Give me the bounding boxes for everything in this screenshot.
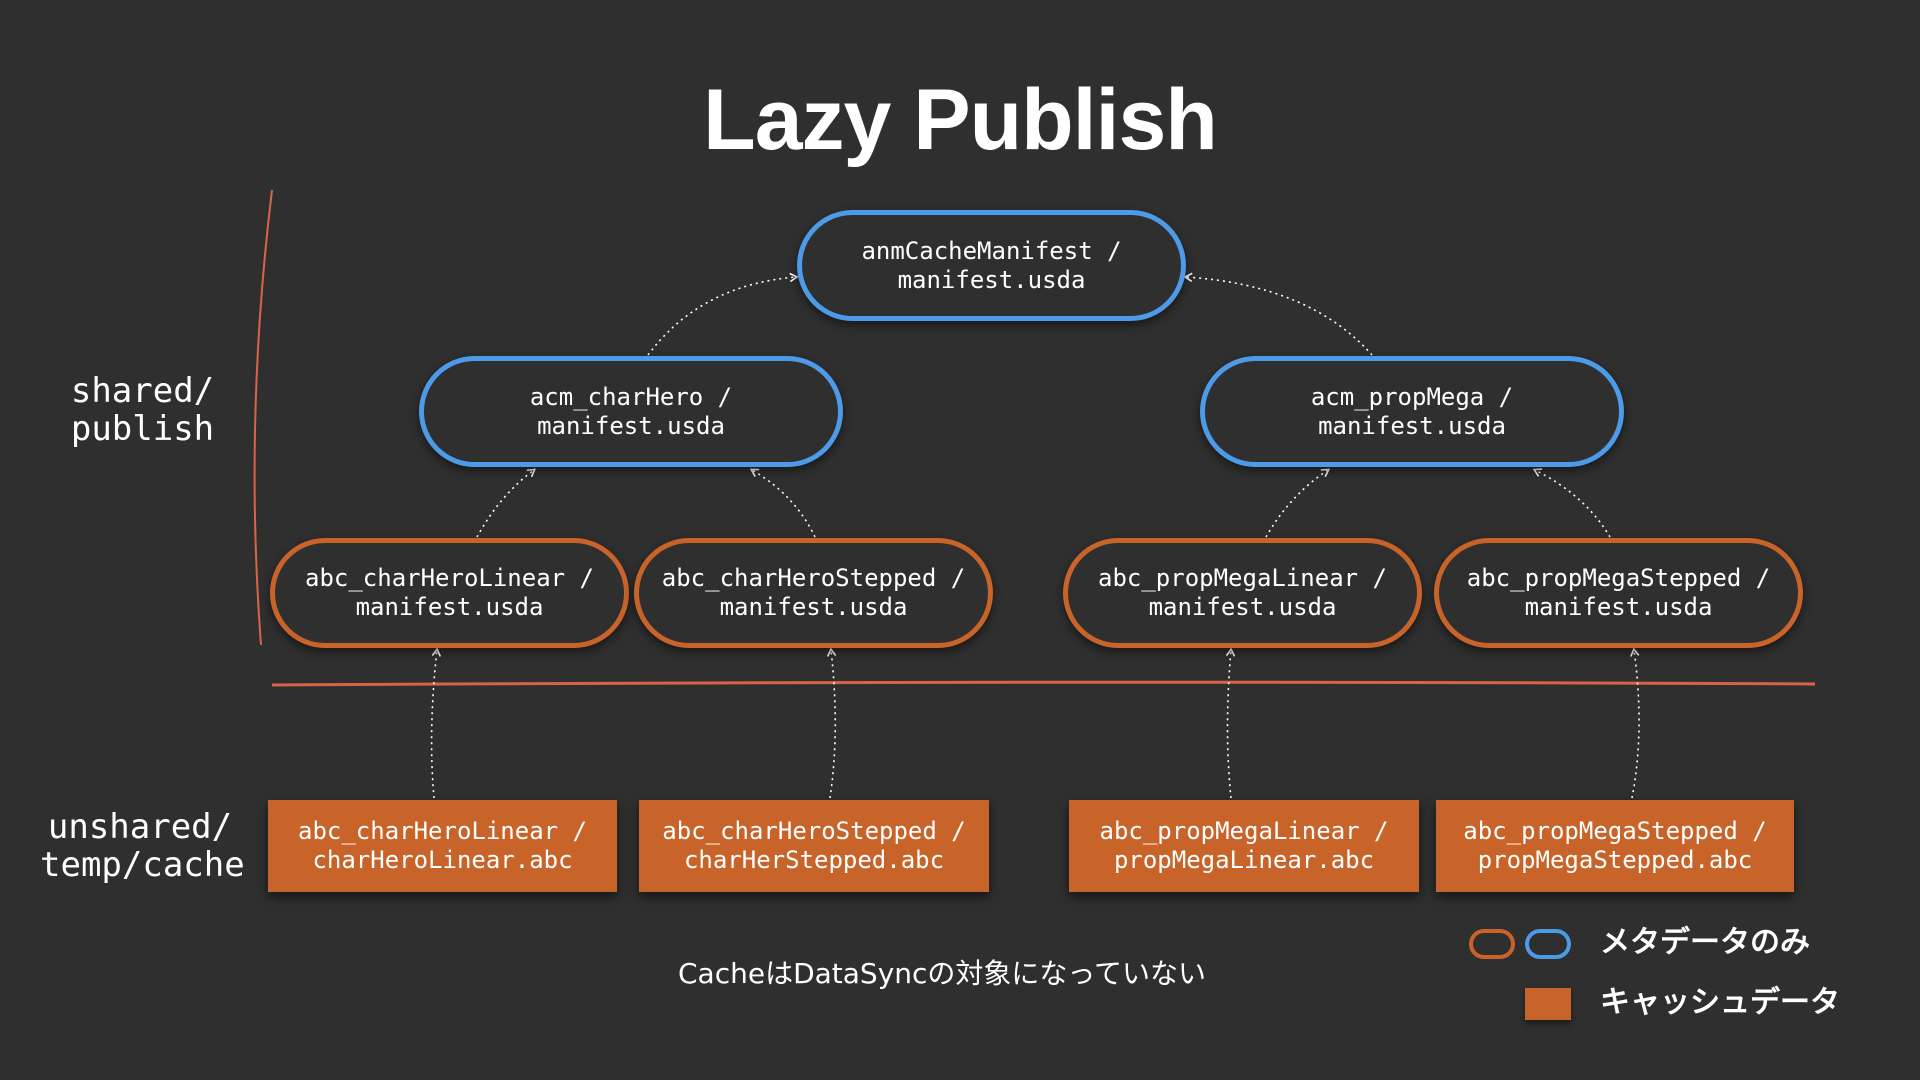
node-file: manifest.usda [719,593,908,621]
shared-label-line-2: publish [70,409,215,449]
section-divider-line [271,680,1816,687]
unshared-label-line-1: unshared/ [47,807,233,847]
legend-cache-square-icon [1525,988,1571,1020]
cache-file: propMegaStepped.abc [1477,846,1753,874]
node-name: abc_propMegaLinear / [1098,564,1387,592]
cache-file: propMegaLinear.abc [1113,846,1375,874]
edge-acm-charhero-to-root [647,272,799,356]
node-abc-propmegastepped[interactable]: abc_propMegaStepped / manifest.usda [1434,538,1803,648]
datasync-note: CacheはDataSyncの対象になっていない [678,957,1207,990]
edge-cache-charherostepped-up [826,647,837,799]
node-name: anmCacheManifest / [861,236,1122,265]
legend-orange-pill-icon [1469,929,1515,959]
unshared-label-line-2: temp/cache [40,845,245,885]
slide-title: Lazy Publish [703,72,1218,168]
shared-label-line-1: shared/ [70,371,215,411]
cache-abc-propmegalinear[interactable]: abc_propMegaLinear / propMegaLinear.abc [1069,800,1419,892]
edge-propmegalinear-to-acm-propmega [1265,468,1331,538]
edge-cache-charherolinear-up [430,647,442,799]
node-name: abc_charHeroStepped / [661,564,966,592]
node-abc-charherostepped[interactable]: abc_charHeroStepped / manifest.usda [634,538,993,648]
cache-name: abc_charHeroLinear / [298,817,587,845]
node-file: manifest.usda [537,411,725,440]
cache-name: abc_charHeroStepped / [662,817,966,845]
node-acm-propmega[interactable]: acm_propMega / manifest.usda [1200,356,1624,467]
node-file: manifest.usda [1524,593,1713,621]
edge-charherostepped-to-acm-charhero [749,468,816,538]
shared-publish-label: shared/ publish [55,372,230,448]
shared-section-bracket [253,189,273,646]
node-name: abc_charHeroLinear / [305,564,594,592]
cache-abc-propmegastepped[interactable]: abc_propMegaStepped / propMegaStepped.ab… [1436,800,1794,892]
node-file: manifest.usda [897,265,1086,294]
edge-cache-propmegastepped-up [1630,647,1640,799]
unshared-temp-cache-label: unshared/ temp/cache [40,807,245,885]
edge-acm-propmega-to-root [1183,272,1373,356]
cache-abc-charherolinear[interactable]: abc_charHeroLinear / charHeroLinear.abc [268,800,617,892]
edge-propmegastepped-to-acm-propmega [1532,468,1611,538]
cache-file: charHerStepped.abc [683,846,945,874]
cache-name: abc_propMegaLinear / [1099,817,1389,845]
edge-charherolinear-to-acm-charhero [476,468,537,538]
node-abc-charherolinear[interactable]: abc_charHeroLinear / manifest.usda [270,538,629,648]
node-anmcachemanifest[interactable]: anmCacheManifest / manifest.usda [797,210,1186,321]
legend-blue-pill-icon [1525,929,1571,959]
legend-metadata-only: メタデータのみ [1600,925,1810,960]
node-acm-charhero[interactable]: acm_charHero / manifest.usda [419,356,843,467]
cache-file: charHeroLinear.abc [312,846,573,874]
node-name: abc_propMegaStepped / [1466,564,1771,592]
cache-abc-charherostepped[interactable]: abc_charHeroStepped / charHerStepped.abc [639,800,989,892]
node-file: manifest.usda [1318,411,1506,440]
node-file: manifest.usda [355,593,544,621]
node-name: acm_propMega / [1310,382,1514,411]
node-file: manifest.usda [1148,593,1337,621]
node-abc-propmegalinear[interactable]: abc_propMegaLinear / manifest.usda [1063,538,1422,648]
node-name: acm_charHero / [529,382,733,411]
legend-cache-data: キャッシュデータ [1600,985,1840,1020]
edge-cache-propmegalinear-up [1225,647,1236,799]
cache-name: abc_propMegaStepped / [1463,817,1767,845]
